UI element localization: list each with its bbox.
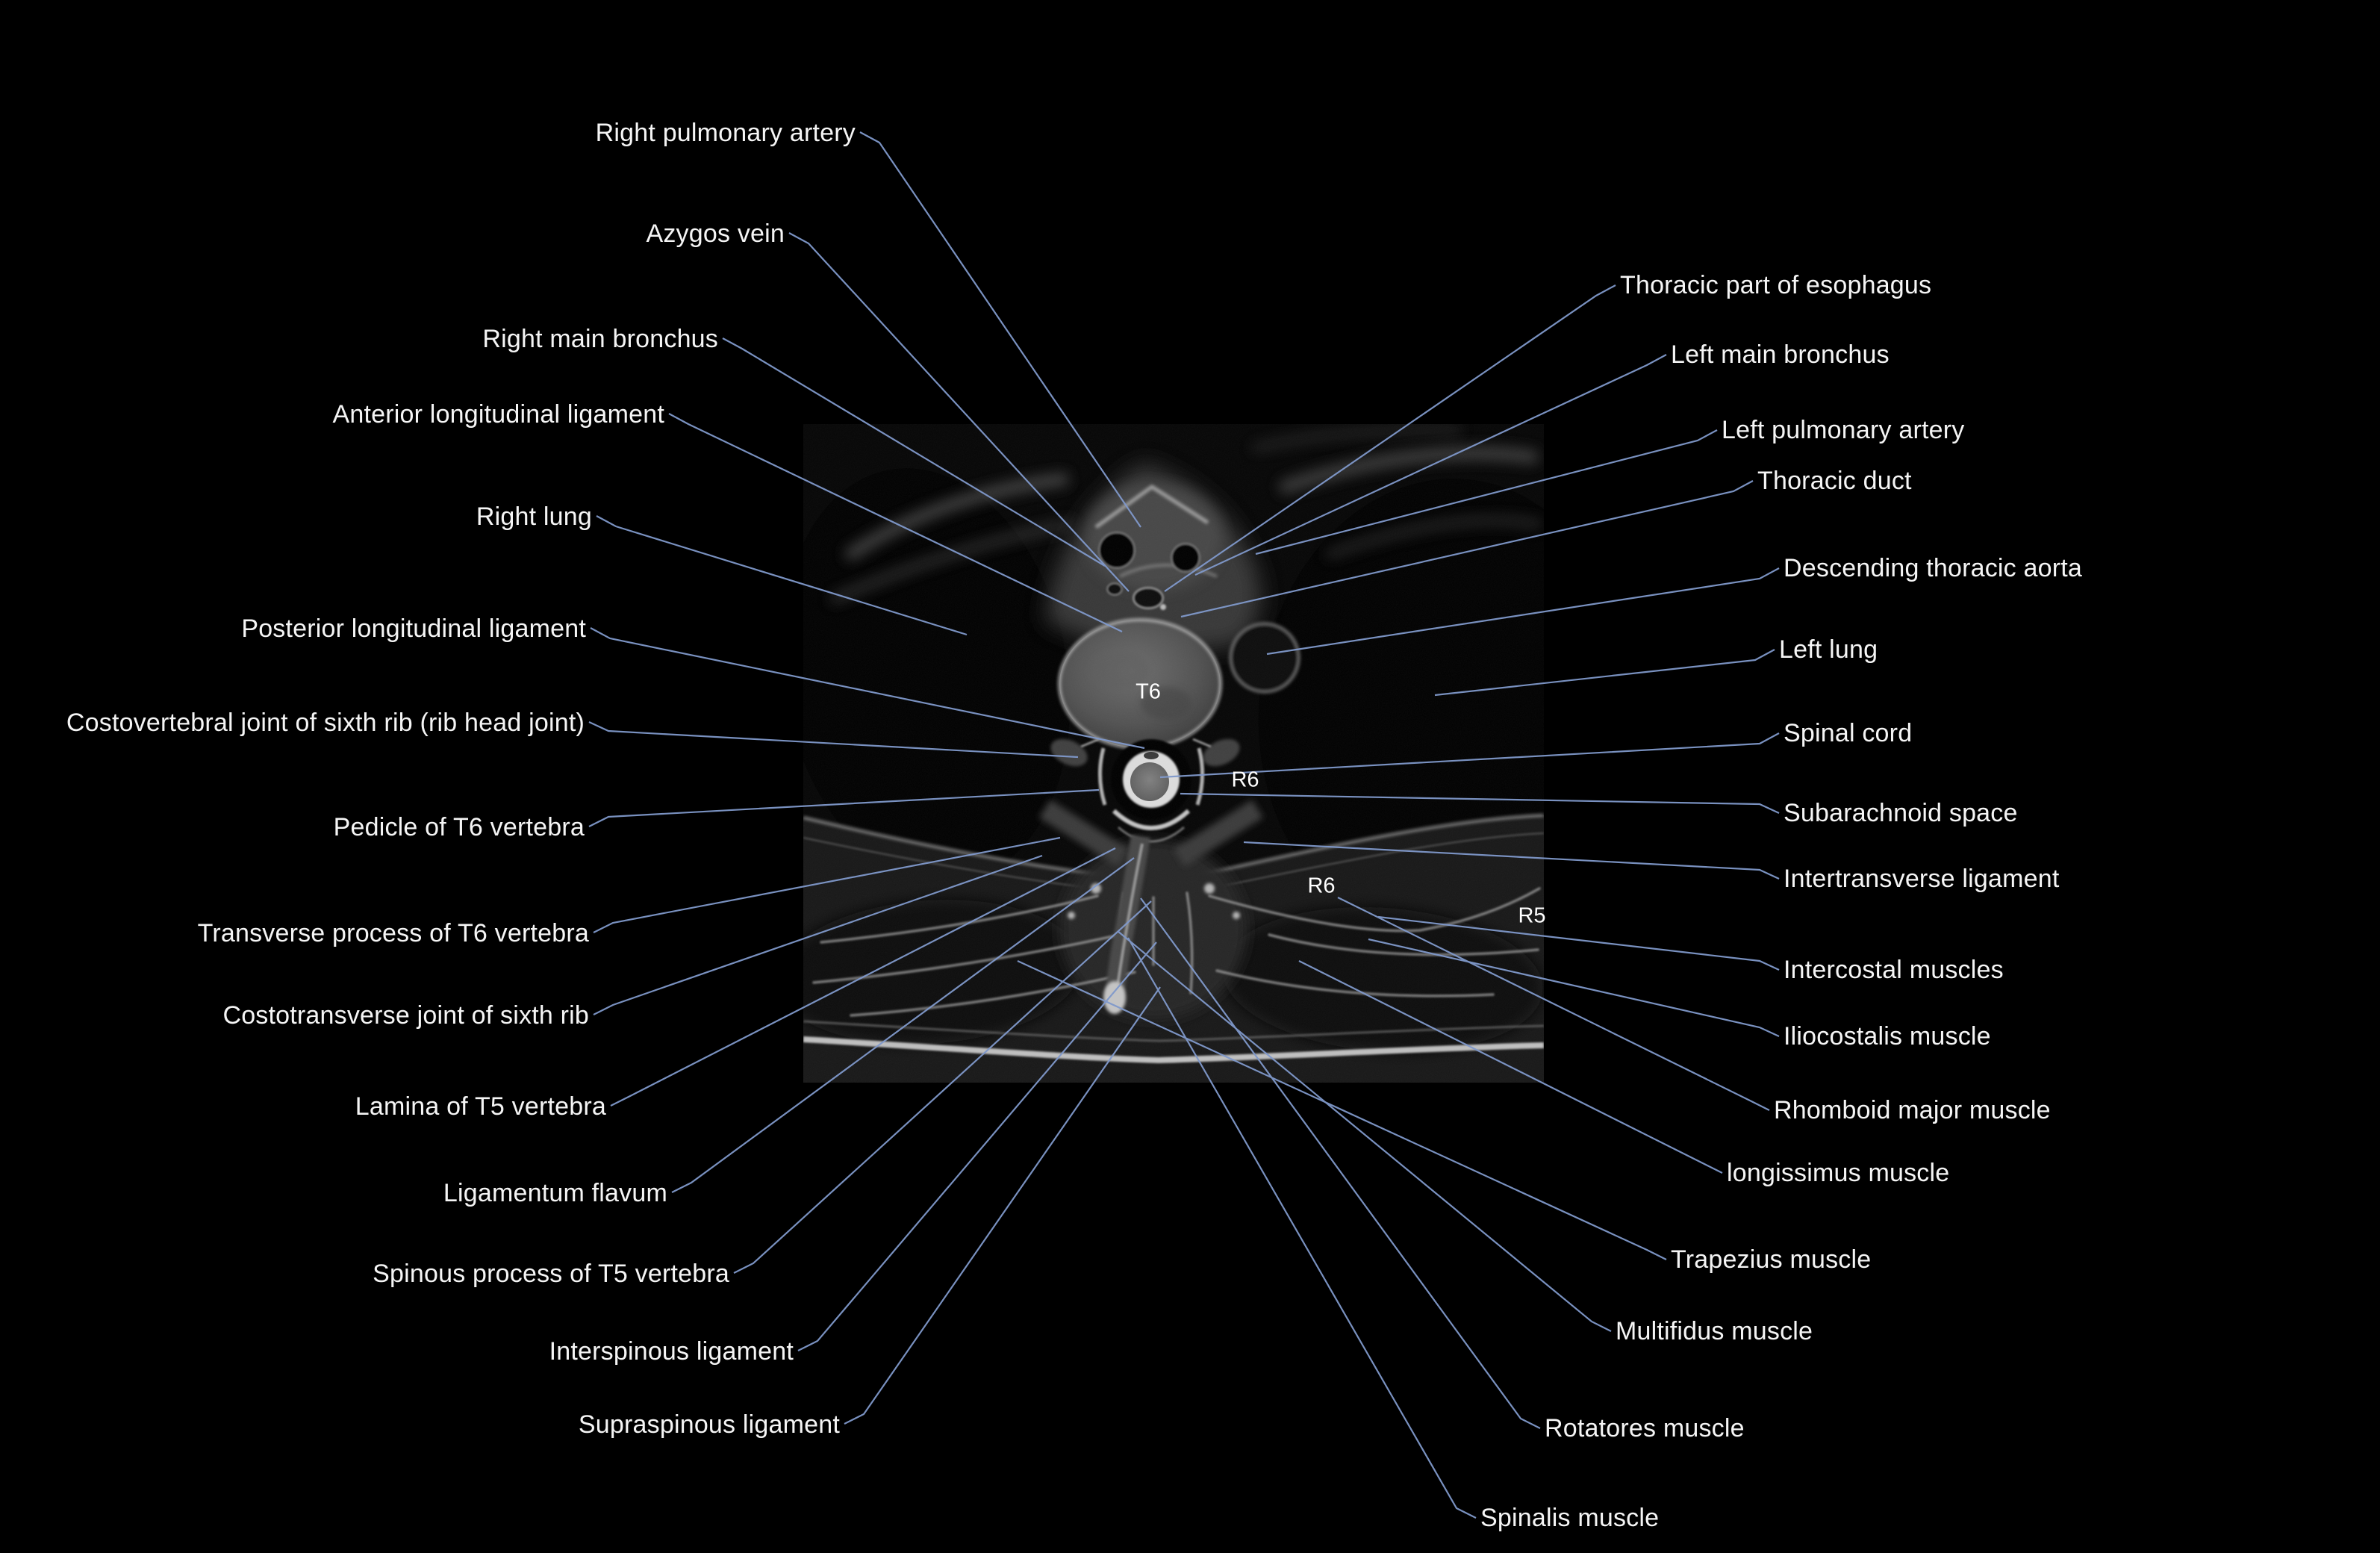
leader-line-spinal-cord: [1159, 732, 1780, 779]
label-posterior-longitudinal-ligament: Posterior longitudinal ligament: [241, 614, 586, 643]
leader-line-subarachnoid-space: [1180, 792, 1780, 814]
leader-line-anterior-longitudinal-ligament: [668, 413, 1123, 632]
label-costotransverse-joint: Costotransverse joint of sixth rib: [222, 1001, 589, 1030]
label-thoracic-duct: Thoracic duct: [1757, 467, 1912, 495]
leader-line-pedicle-t6: [588, 788, 1100, 827]
leader-line-trapezius: [1017, 960, 1667, 1260]
label-spinous-process-t5: Spinous process of T5 vertebra: [373, 1260, 729, 1288]
label-supraspinous-ligament: Supraspinous ligament: [578, 1410, 840, 1439]
label-costovertebral-joint: Costovertebral joint of sixth rib (rib h…: [66, 709, 585, 737]
leader-line-right-lung: [596, 515, 968, 636]
marker-rib5: R5: [1518, 903, 1546, 928]
label-right-pulmonary-artery: Right pulmonary artery: [595, 119, 856, 147]
label-spinal-cord: Spinal cord: [1784, 719, 1913, 747]
label-multifidus: Multifidus muscle: [1616, 1317, 1813, 1345]
leader-line-longissimus: [1298, 960, 1723, 1174]
label-longissimus: longissimus muscle: [1727, 1159, 1950, 1187]
marker-rib6-b: R6: [1307, 874, 1336, 898]
marker-t6-vertebra: T6: [1136, 679, 1161, 704]
leader-lines: [588, 131, 1780, 1519]
leader-line-azygos-vein: [788, 232, 1130, 592]
leader-line-interspinous-ligament: [797, 942, 1157, 1351]
label-rotatores: Rotatores muscle: [1545, 1414, 1745, 1442]
label-descending-aorta: Descending thoracic aorta: [1784, 554, 2083, 582]
leader-line-left-pulmonary-artery: [1255, 429, 1718, 555]
label-spinalis: Spinalis muscle: [1480, 1504, 1660, 1532]
leader-line-rhomboid-major: [1337, 897, 1770, 1111]
label-iliocostalis: Iliocostalis muscle: [1784, 1022, 1991, 1051]
leader-line-right-pulmonary-artery: [859, 131, 1141, 528]
label-thoracic-esophagus: Thoracic part of esophagus: [1620, 271, 1932, 299]
label-anterior-longitudinal-ligament: Anterior longitudinal ligament: [332, 400, 664, 429]
leader-line-multifidus: [1117, 930, 1612, 1332]
leader-line-costotransverse-joint: [593, 854, 1043, 1015]
label-left-lung: Left lung: [1779, 635, 1878, 664]
leader-line-posterior-longitudinal-ligament: [590, 627, 1145, 750]
leader-line-supraspinous-ligament: [844, 986, 1161, 1425]
leader-line-spinalis: [1127, 937, 1477, 1519]
label-intercostal-muscles: Intercostal muscles: [1784, 956, 2004, 984]
label-azygos-vein: Azygos vein: [646, 220, 785, 248]
leader-line-left-lung: [1434, 649, 1775, 697]
label-ligamentum-flavum: Ligamentum flavum: [443, 1179, 667, 1207]
mri-scan: [803, 424, 1544, 1083]
leader-line-descending-aorta: [1266, 567, 1780, 656]
label-intertransverse-ligament: Intertransverse ligament: [1784, 865, 2060, 893]
scan-noise: [803, 424, 1544, 1083]
label-pedicle-t6: Pedicle of T6 vertebra: [333, 813, 585, 841]
leader-line-ligamentum-flavum: [671, 857, 1135, 1193]
label-subarachnoid-space: Subarachnoid space: [1784, 799, 2018, 827]
label-interspinous-ligament: Interspinous ligament: [549, 1337, 794, 1366]
label-left-main-bronchus: Left main bronchus: [1671, 340, 1890, 369]
leader-line-transverse-process-t6: [593, 836, 1061, 933]
leader-line-intercostal-muscles: [1377, 915, 1780, 971]
leader-line-intertransverse-ligament: [1243, 841, 1780, 880]
leader-line-thoracic-duct: [1180, 480, 1754, 618]
leader-line-costovertebral-joint: [588, 721, 1079, 759]
leader-line-right-main-bronchus: [722, 337, 1106, 567]
leader-line-rotatores: [1140, 897, 1541, 1429]
label-transverse-process-t6: Transverse process of T6 vertebra: [197, 919, 589, 947]
leader-line-lamina-t5: [610, 847, 1116, 1107]
marker-rib6-a: R6: [1231, 768, 1259, 792]
leader-line-left-main-bronchus: [1194, 354, 1667, 576]
label-lamina-t5: Lamina of T5 vertebra: [355, 1092, 606, 1121]
label-left-pulmonary-artery: Left pulmonary artery: [1722, 416, 1965, 444]
label-trapezius: Trapezius muscle: [1671, 1245, 1872, 1274]
label-right-lung: Right lung: [476, 502, 592, 531]
leader-line-thoracic-esophagus: [1164, 284, 1616, 592]
label-rhomboid-major: Rhomboid major muscle: [1774, 1096, 2051, 1124]
leader-line-spinous-process-t5: [733, 900, 1152, 1274]
leader-line-iliocostalis: [1368, 938, 1780, 1037]
label-right-main-bronchus: Right main bronchus: [482, 325, 718, 353]
